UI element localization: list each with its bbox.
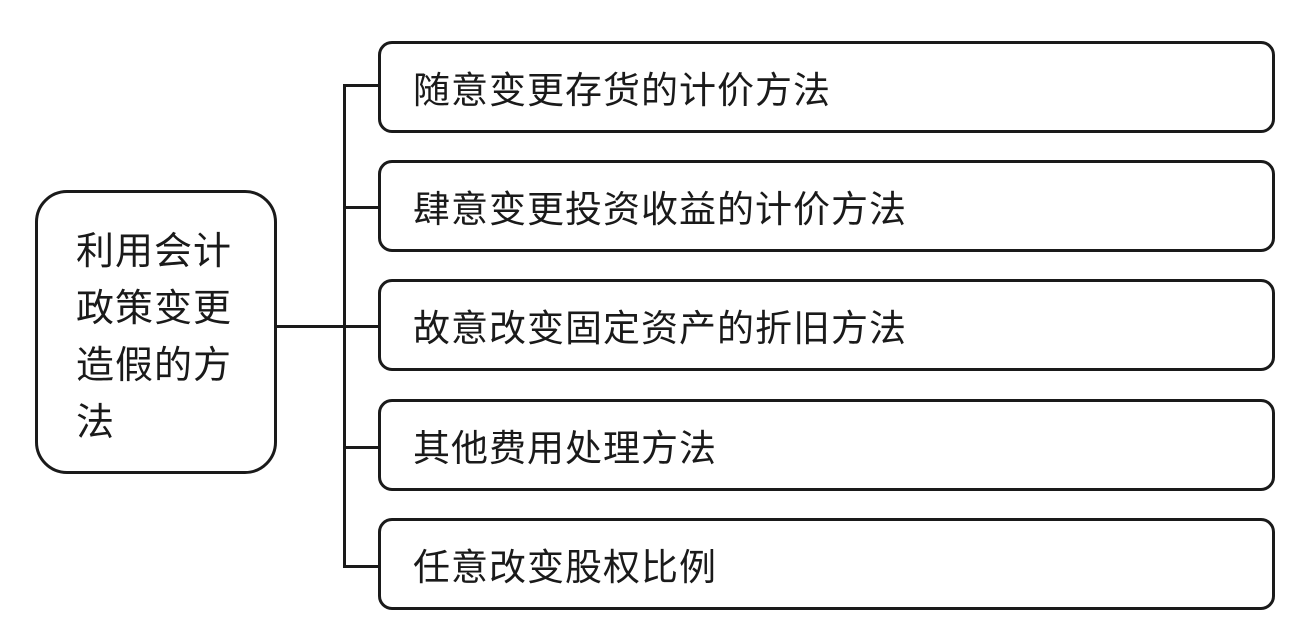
branch-connector [343,446,381,449]
child-node-label: 随意变更存货的计价方法 [413,69,831,112]
child-node: 任意改变股权比例 [378,518,1275,610]
child-node: 肆意变更投资收益的计价方法 [378,160,1275,252]
branch-connector [343,325,381,328]
root-node: 利用会计政策变更造假的方法 [35,190,277,474]
child-node-label: 故意改变固定资产的折旧方法 [413,307,907,350]
child-node-label: 其他费用处理方法 [413,427,717,470]
child-node: 其他费用处理方法 [378,399,1275,491]
child-node: 随意变更存货的计价方法 [378,41,1275,133]
branch-connector [343,206,381,209]
root-connector [276,325,346,328]
root-node-label: 利用会计政策变更造假的方法 [76,229,233,444]
branch-connector [343,565,381,568]
child-node-label: 任意改变股权比例 [413,546,717,589]
child-node: 故意改变固定资产的折旧方法 [378,279,1275,371]
child-node-label: 肆意变更投资收益的计价方法 [413,188,907,231]
branch-connector [343,84,381,87]
